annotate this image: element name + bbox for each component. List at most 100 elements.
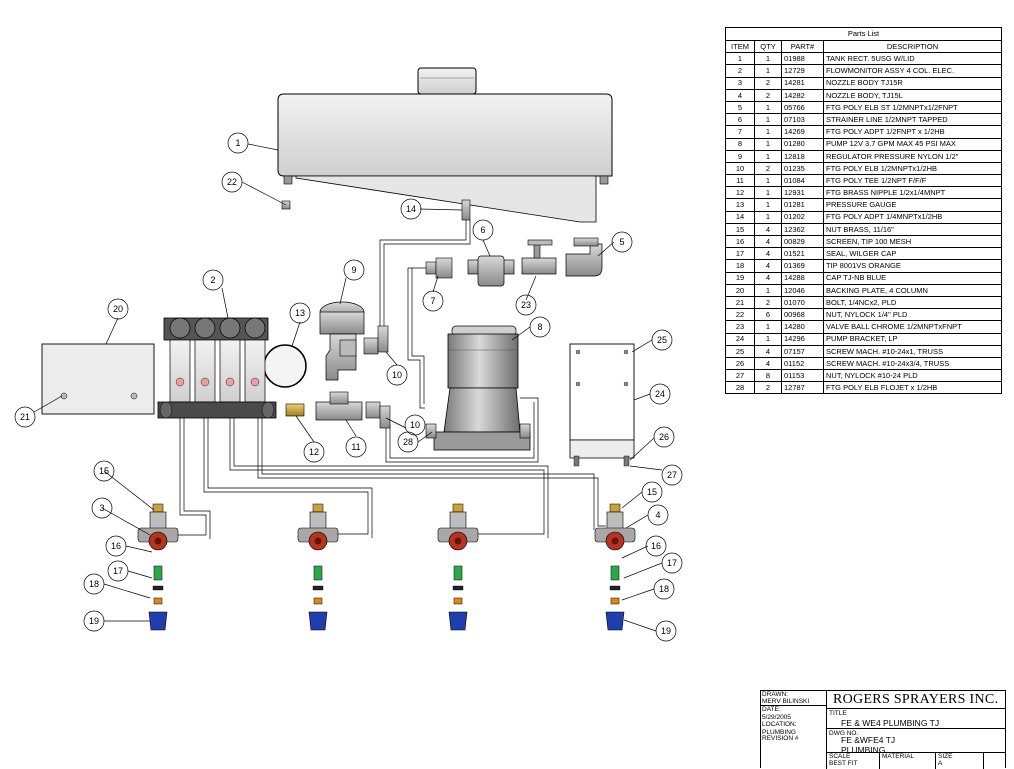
parts-list-cell-qty: 1: [754, 149, 782, 163]
header-qty: QTY: [754, 39, 782, 54]
parts-list-cell-item: 7: [725, 125, 755, 139]
header-part: PART#: [781, 39, 824, 54]
parts-list-cell-part: 14288: [781, 271, 824, 285]
pressure-regulator: [319, 301, 365, 381]
tip-screen-part: [453, 565, 463, 581]
tip-screen-part: [610, 565, 620, 581]
header-description: DESCRIPTION: [823, 39, 1002, 54]
spray-tip-part: [313, 597, 323, 605]
drawing-title: FE & WE4 PLUMBING TJ: [841, 718, 940, 728]
parts-list-cell-item: 9: [725, 149, 755, 163]
parts-list-cell-qty: 2: [754, 161, 782, 176]
elbow-fitting-upper: [363, 325, 389, 355]
parts-list-cell-qty: 4: [754, 247, 782, 261]
parts-list-cell-part: 01369: [781, 259, 824, 273]
callout-label: 19: [89, 616, 99, 626]
callout-label: 16: [111, 541, 121, 551]
parts-list-cell-item: 21: [725, 295, 755, 310]
parts-list-cell-description: SCREW MACH. #10-24x1, TRUSS: [823, 344, 1002, 358]
callout-label: 23: [521, 300, 531, 310]
parts-list-cell-part: 14280: [781, 320, 824, 334]
parts-list-cell-qty: 2: [754, 76, 782, 90]
callouts: [14, 132, 683, 642]
callout-label: 4: [655, 510, 660, 520]
revision-label: REVISION #: [762, 735, 799, 742]
nozzle-assemblies: [137, 503, 636, 631]
callout-label: 17: [113, 566, 123, 576]
parts-list-cell-item: 26: [725, 356, 755, 371]
callout-label: 25: [657, 335, 667, 345]
title-block: DRAWN: MERV BILINSKI DATE: 5/29/2005 LOC…: [760, 690, 1006, 769]
parts-list-cell-part: 12729: [781, 64, 824, 78]
parts-list-cell-item: 16: [725, 234, 755, 249]
parts-list-cell-qty: 1: [754, 320, 782, 334]
location-label: LOCATION:: [762, 721, 797, 728]
parts-list-cell-description: TANK RECT. 5USG W/LID: [823, 52, 1002, 66]
callout-label: 20: [113, 304, 123, 314]
parts-list-cell-item: 23: [725, 320, 755, 334]
parts-list-cell-part: 01988: [781, 52, 824, 66]
header-item: ITEM: [725, 39, 755, 54]
parts-list-cell-part: 01235: [781, 161, 824, 176]
callout-label: 26: [659, 432, 669, 442]
parts-list-cell-qty: 2: [754, 295, 782, 310]
callout-label: 17: [667, 558, 677, 568]
parts-list-cell-item: 20: [725, 283, 755, 297]
hose-lines: [165, 220, 606, 539]
tip-screen-part: [313, 565, 323, 581]
callout-label: 22: [227, 177, 237, 187]
parts-list-cell-item: 10: [725, 161, 755, 176]
parts-list-cell-part: 01281: [781, 198, 824, 212]
parts-list-cell-description: STRAINER LINE 1/2MNPT TAPPED: [823, 113, 1002, 127]
title-label: TITLE: [829, 710, 847, 717]
line-strainer: [467, 255, 515, 287]
parts-list-cell-qty: 4: [754, 259, 782, 273]
parts-list-cell-qty: 1: [754, 137, 782, 151]
parts-list-cell-qty: 1: [754, 186, 782, 200]
parts-list-cell-part: 01070: [781, 295, 824, 310]
parts-list-cell-part: 12931: [781, 186, 824, 200]
parts-list-cell-part: 01152: [781, 356, 824, 371]
parts-list-cell-qty: 1: [754, 283, 782, 297]
parts-list-cell-item: 24: [725, 332, 755, 346]
parts-list-cell-item: 17: [725, 247, 755, 261]
parts-list-cell-part: 12818: [781, 149, 824, 163]
parts-list-cell-description: NUT, NYLOCK 1/4" PLD: [823, 308, 1002, 322]
nozzle-cap-part: [148, 611, 168, 631]
callout-label: 8: [537, 322, 542, 332]
parts-list-cell-qty: 4: [754, 271, 782, 285]
dwg-label: DWG NO.: [829, 730, 859, 737]
parts-list-cell-item: 27: [725, 369, 755, 383]
parts-list-cell-part: 01084: [781, 174, 824, 188]
parts-list-cell-description: FTG POLY ADPT 1/4MNPTx1/2HB: [823, 210, 1002, 224]
size-label: SIZE: [938, 753, 953, 760]
callout-label: 13: [295, 308, 305, 318]
backing-plate: [41, 343, 155, 415]
parts-list-cell-description: SEAL, WILGER CAP: [823, 247, 1002, 261]
drawn-label: DRAWN:: [762, 691, 789, 698]
nozzle-cap-part: [308, 611, 328, 631]
nozzle-body-part: [449, 511, 467, 531]
parts-list-cell-part: 12046: [781, 283, 824, 297]
cap-seal-part: [152, 585, 164, 591]
spray-tip-part: [153, 597, 163, 605]
parts-list-cell-part: 01280: [781, 137, 824, 151]
title-box: TITLE FE & WE4 PLUMBING TJ: [827, 709, 1005, 729]
title-block-info: DRAWN: MERV BILINSKI DATE: 5/29/2005 LOC…: [761, 691, 827, 769]
date-label: DATE:: [762, 706, 781, 713]
parts-list-cell-item: 11: [725, 174, 755, 188]
cap-seal-part: [312, 585, 324, 591]
tank: [277, 67, 613, 223]
parts-list-cell-item: 15: [725, 222, 755, 237]
